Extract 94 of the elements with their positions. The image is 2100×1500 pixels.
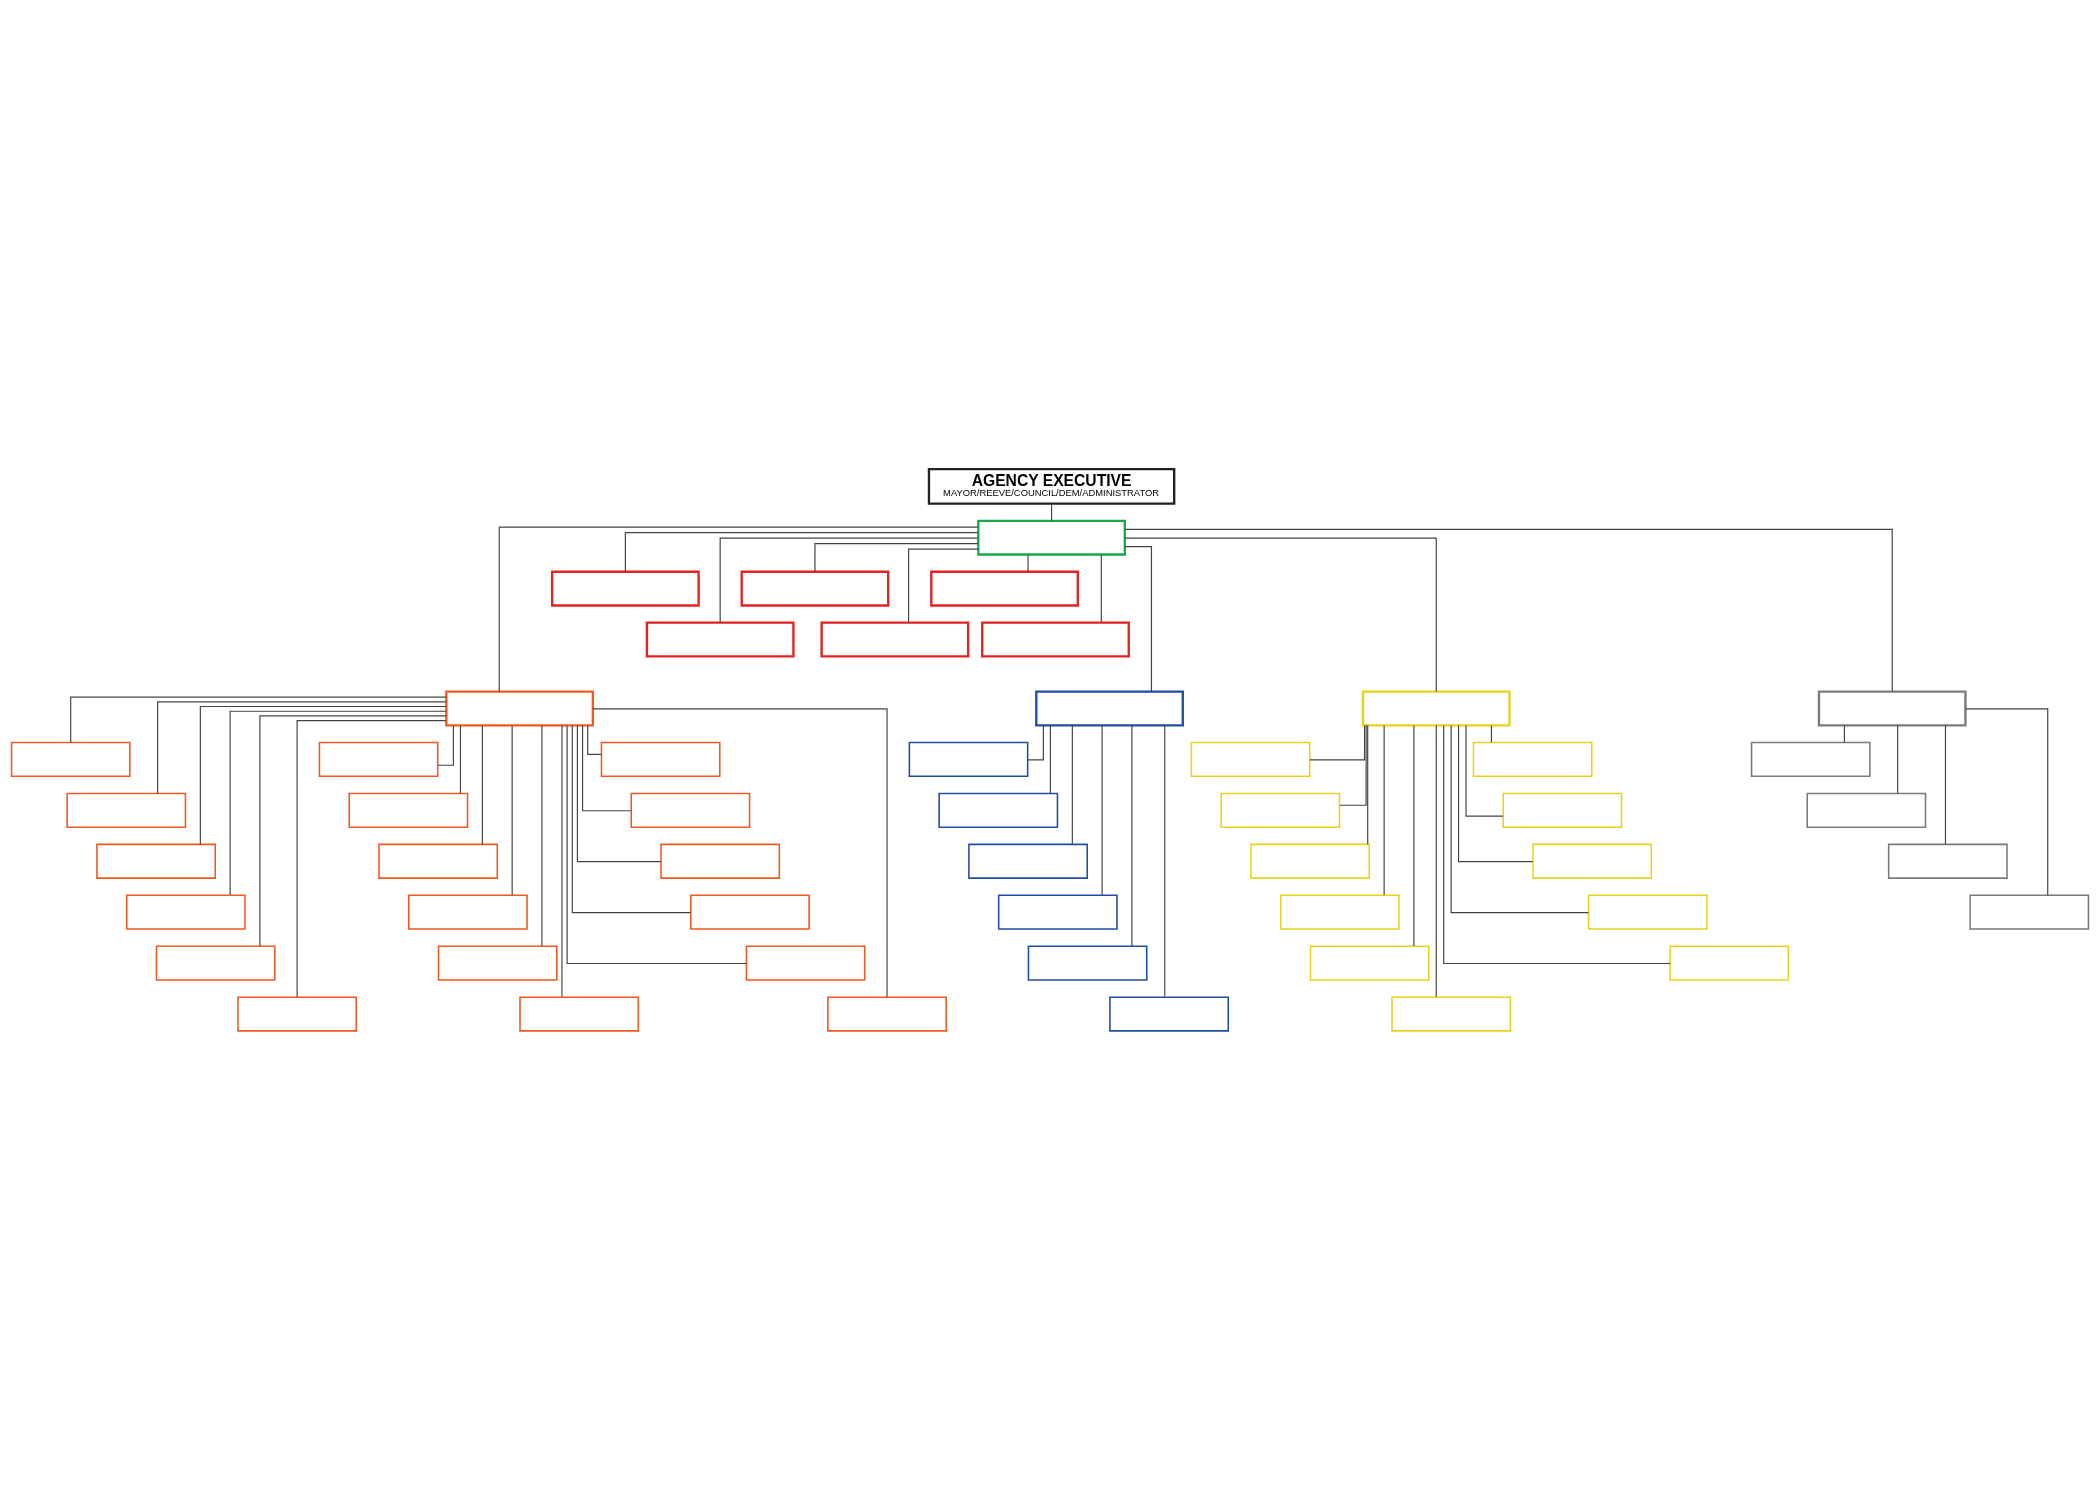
- connector: [624, 532, 979, 573]
- connector: [576, 724, 662, 863]
- connector: [229, 710, 447, 896]
- node-box: [1969, 894, 2090, 930]
- node-box: [1250, 843, 1371, 879]
- connector: [592, 708, 888, 998]
- connector: [1071, 724, 1073, 845]
- connector: [566, 724, 747, 965]
- connector: [1100, 554, 1102, 623]
- node-box: [155, 945, 276, 981]
- connector: [459, 724, 462, 794]
- connector: [511, 724, 513, 896]
- connector: [1124, 546, 1153, 693]
- connector: [70, 696, 447, 743]
- connector: [296, 720, 447, 998]
- node-box: [745, 945, 866, 981]
- node-box: [938, 792, 1059, 828]
- connector: [437, 724, 454, 766]
- node-box: [740, 570, 890, 607]
- connector: [1367, 724, 1369, 845]
- connector: [1027, 554, 1029, 573]
- node-box: [690, 894, 810, 930]
- node-box: [820, 621, 970, 658]
- node-box: [1817, 690, 1967, 727]
- node-box: [1309, 945, 1430, 981]
- connector: [1049, 724, 1051, 794]
- node-box: [1361, 690, 1511, 727]
- connector: [908, 548, 979, 624]
- node-box: [930, 570, 1079, 607]
- node-box: [445, 690, 595, 727]
- node-box: [997, 894, 1118, 930]
- node-box: [1190, 741, 1311, 778]
- connector: [1131, 724, 1133, 947]
- node-box: [66, 792, 187, 828]
- node-box: [1472, 741, 1593, 778]
- connector: [561, 724, 563, 998]
- node-box: [600, 741, 721, 778]
- connector: [1413, 724, 1415, 947]
- node-box: [968, 843, 1088, 879]
- node-box: [1279, 894, 1400, 930]
- node-box: [1887, 843, 2008, 879]
- node-box: [827, 996, 947, 1032]
- node-box: [908, 741, 1029, 778]
- node-box: [10, 741, 131, 778]
- node-box: [348, 792, 469, 828]
- node-box: [977, 519, 1126, 556]
- connector: [481, 724, 483, 845]
- connector: [541, 724, 543, 947]
- node-box: [407, 894, 528, 930]
- connector: [1309, 724, 1366, 761]
- node-box: [1587, 894, 1708, 930]
- connector: [1944, 724, 1947, 845]
- node-box: [125, 894, 246, 930]
- connector: [581, 724, 632, 812]
- node-box: [1220, 792, 1341, 828]
- connector: [199, 705, 447, 845]
- connector: [1124, 537, 1437, 693]
- connector: [571, 724, 692, 914]
- connector: [1965, 708, 2049, 896]
- node-box: [645, 621, 795, 658]
- connector: [814, 542, 979, 573]
- node-box: [981, 621, 1130, 658]
- node-box: AGENCY EXECUTIVE MAYOR/REEVE/COUNCIL/DEM/ADMINISTRATOR: [927, 467, 1176, 505]
- node-box: [1027, 945, 1148, 981]
- connector: [1124, 528, 1893, 692]
- node-box: [1035, 690, 1184, 727]
- connector: [1897, 724, 1899, 794]
- node-box: [437, 945, 558, 981]
- connector: [1339, 724, 1367, 806]
- node-box: [1502, 792, 1623, 828]
- connector: [157, 701, 447, 794]
- connector: [1164, 724, 1166, 998]
- node-box: [318, 741, 439, 778]
- node-box: [1806, 792, 1927, 828]
- node-box: [630, 792, 751, 828]
- node-box: [1109, 996, 1229, 1032]
- node-box: [1750, 741, 1871, 778]
- node-box: [96, 843, 217, 879]
- connector: [719, 537, 979, 624]
- connector: [498, 526, 979, 692]
- connector: [1383, 724, 1385, 896]
- node-box: [237, 996, 358, 1032]
- connector: [1435, 724, 1437, 998]
- connector: [259, 715, 447, 947]
- node-box: [550, 570, 700, 607]
- connector: [1027, 724, 1044, 761]
- node-box: [660, 843, 781, 879]
- connector: [1101, 724, 1103, 896]
- node-box: [1532, 843, 1653, 879]
- node-box: [1391, 996, 1512, 1032]
- node-box: [378, 843, 499, 879]
- node-box: [519, 996, 640, 1032]
- node-box: [1669, 945, 1790, 981]
- connector: [587, 724, 602, 755]
